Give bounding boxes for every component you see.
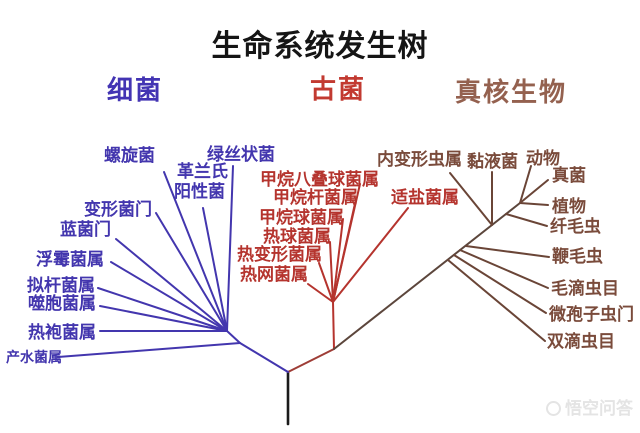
tree-edge xyxy=(318,262,334,303)
watermark: 悟空问答 xyxy=(546,400,633,417)
taxon-label: 内变形虫属 xyxy=(377,150,462,169)
taxon-label: 甲烷杆菌属 xyxy=(273,188,358,207)
tree-edge xyxy=(226,330,241,344)
taxon-label: 浮霉菌属 xyxy=(36,250,104,269)
taxon-label: 甲烷球菌属 xyxy=(259,208,344,227)
tree-edge xyxy=(202,207,228,332)
tree-edge xyxy=(447,259,546,342)
wukong-logo-icon xyxy=(546,401,561,416)
taxon-label: 绿丝状菌 xyxy=(207,145,275,164)
domain-header-archaea: 古菌 xyxy=(310,74,367,104)
tree-edge xyxy=(332,301,335,350)
taxon-label: 阳性菌 xyxy=(174,182,225,201)
taxon-label: 噬胞菌属 xyxy=(28,294,96,313)
taxon-label: 热球菌属 xyxy=(263,227,331,246)
taxon-label: 黏液菌 xyxy=(467,152,518,171)
domain-header-bacteria: 细菌 xyxy=(107,75,164,105)
taxon-label: 拟杆菌属 xyxy=(27,276,95,295)
tree-edge xyxy=(97,287,228,332)
taxon-label: 革兰氏 xyxy=(177,162,228,181)
tree-edge xyxy=(332,218,344,303)
taxon-label: 植物 xyxy=(552,197,586,216)
tree-edge xyxy=(239,342,289,373)
taxon-label: 变形菌门 xyxy=(84,200,152,219)
tree-edge xyxy=(332,207,409,303)
tree-edge xyxy=(453,254,547,314)
taxon-label: 动物 xyxy=(526,149,560,168)
tree-edge xyxy=(459,249,549,289)
tree-edge xyxy=(519,202,549,206)
tree-edge xyxy=(110,261,228,332)
tree-edge xyxy=(519,165,532,204)
tree-edge xyxy=(449,172,493,226)
tree-edge xyxy=(99,305,228,332)
taxon-label: 甲烷八叠球菌属 xyxy=(260,170,379,189)
tree-edge xyxy=(333,202,521,350)
taxon-label: 纤毛虫 xyxy=(550,217,601,236)
taxon-label: 毛滴虫目 xyxy=(551,279,619,298)
tree-edge xyxy=(57,342,241,358)
tree-edge xyxy=(287,348,335,373)
tree-edge xyxy=(329,241,334,303)
taxon-label: 微孢子虫门 xyxy=(549,305,634,324)
taxon-label: 产水菌属 xyxy=(6,349,62,365)
taxon-label: 鞭毛虫 xyxy=(552,247,603,266)
tree-edge xyxy=(226,165,234,332)
tree-edge xyxy=(307,283,334,303)
taxon-label: 适盐菌属 xyxy=(391,188,459,207)
taxon-label: 螺旋菌 xyxy=(104,146,155,165)
tree-edge xyxy=(519,179,549,204)
tree-edge xyxy=(163,171,228,332)
page-title: 生命系统发生树 xyxy=(211,30,429,64)
tree-edge xyxy=(155,212,228,332)
taxon-label: 真菌 xyxy=(552,166,586,185)
tree-edge xyxy=(332,183,361,303)
watermark-text: 悟空问答 xyxy=(565,399,633,418)
taxon-label: 双滴虫目 xyxy=(547,332,615,351)
taxon-label: 热袍菌属 xyxy=(28,323,96,342)
tree-edge xyxy=(505,213,548,227)
taxon-label: 热变形菌属 xyxy=(237,245,322,264)
domain-header-eukaryota: 真核生物 xyxy=(455,77,568,107)
tree-edge xyxy=(465,245,550,258)
taxon-label: 热网菌属 xyxy=(240,265,308,284)
taxon-label: 蓝菌门 xyxy=(60,220,111,239)
tree-edge xyxy=(115,238,228,332)
